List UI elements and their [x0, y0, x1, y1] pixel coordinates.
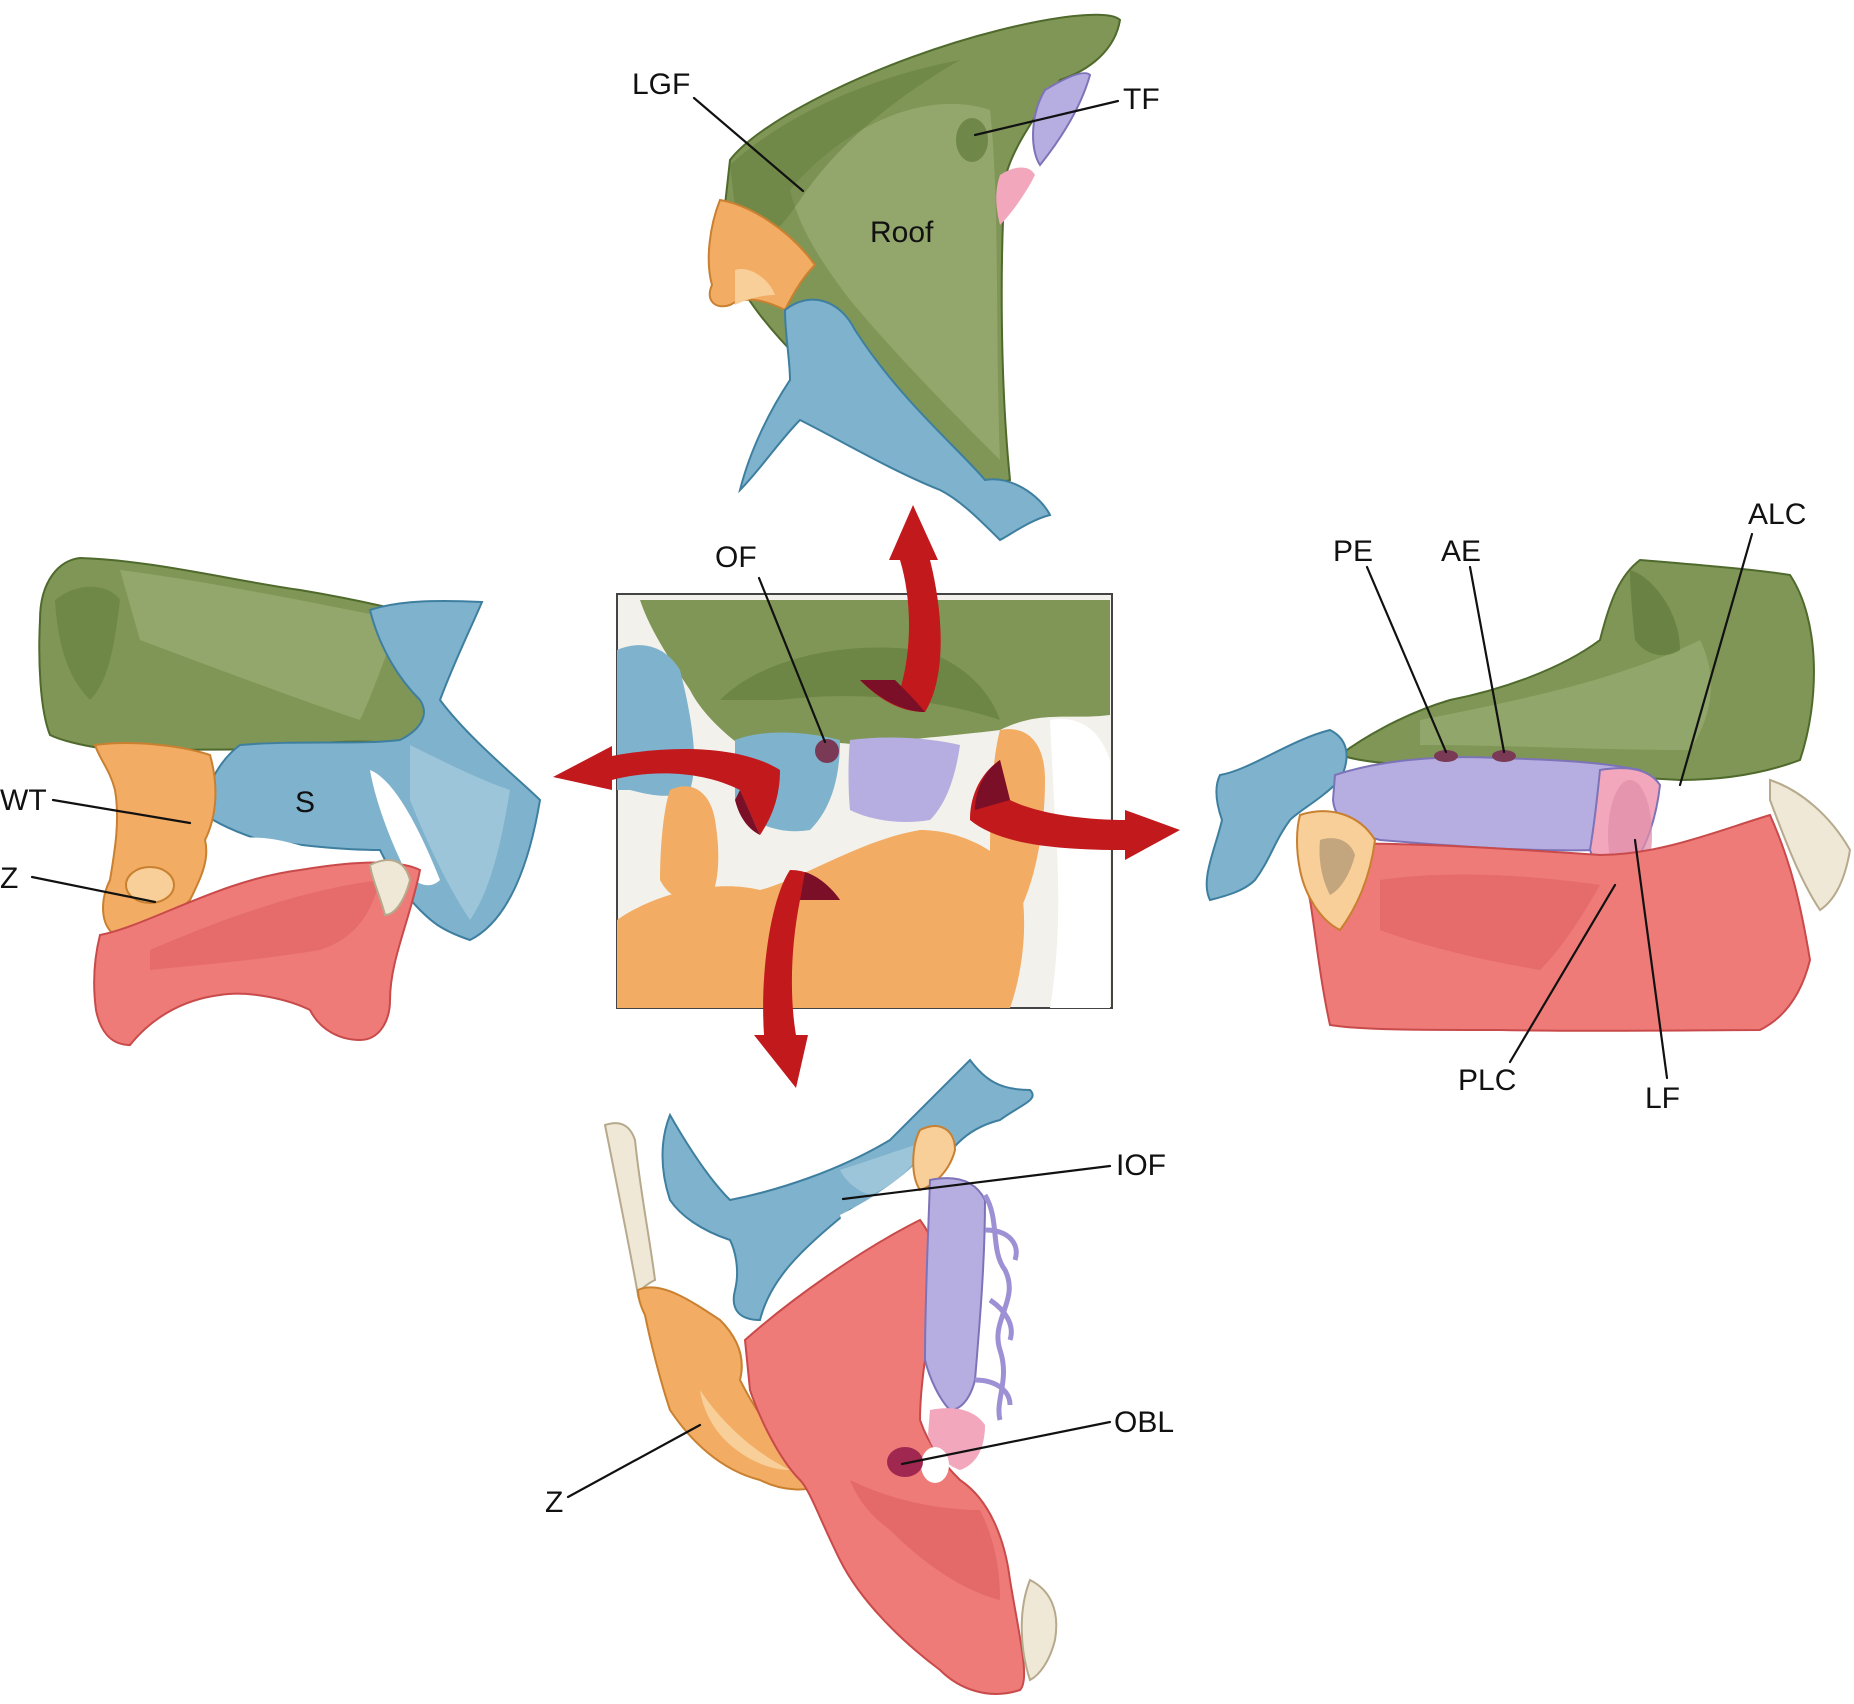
lateral-white-slit-2: [240, 837, 320, 858]
medial-blue-sphenoid: [1205, 728, 1348, 902]
label-alc: ALC: [1748, 498, 1806, 531]
medial-green-shadow: [1630, 570, 1680, 656]
label-wt: WT: [0, 784, 47, 817]
floor-beige-right: [1020, 1578, 1058, 1682]
lateral-green-highlight: [120, 570, 400, 720]
arrow-left: [553, 746, 780, 835]
roof-pink-lacrimal: [996, 167, 1035, 225]
leader-lgf: [692, 96, 805, 193]
floor-blue-highlight: [840, 1140, 930, 1195]
floor-orange-zygomatic: [636, 1286, 832, 1491]
lateral-red-maxilla: [93, 861, 422, 1047]
medial-wall-view: PE AE ALC PLC LF: [1205, 498, 1852, 1115]
label-obl: OBL: [1114, 1406, 1174, 1439]
arrow-right-twist: [975, 760, 1010, 810]
roof-blue-sphenoid: [738, 298, 1052, 542]
lateral-red-shadow: [150, 880, 380, 970]
label-plc: PLC: [1458, 1064, 1516, 1097]
roof-purple-strip: [1032, 72, 1092, 167]
leader-z-bottom: [566, 1423, 702, 1499]
roof-green-highlight: [790, 103, 1000, 460]
label-s: S: [295, 786, 315, 819]
posterior-ethmoidal-foramen: [1434, 750, 1458, 762]
medial-triangle-inner: [1319, 838, 1355, 895]
floor-vessel-network: [974, 1193, 1019, 1421]
inset-purple-ethmoid: [848, 737, 960, 822]
leader-ae: [1468, 565, 1506, 754]
leader-lf: [1633, 838, 1669, 1080]
roof-orange-highlight: [735, 269, 775, 305]
arrow-up: [860, 505, 941, 712]
inset-optic-foramen: [815, 739, 839, 763]
medial-beige-right: [1769, 778, 1852, 912]
lateral-white-slit: [370, 770, 440, 886]
roof-view: LGF TF Roof: [632, 13, 1160, 542]
label-roof: Roof: [870, 216, 934, 249]
arrow-left-twist: [735, 790, 760, 835]
leader-iof: [841, 1164, 1112, 1201]
label-z-left: Z: [0, 862, 18, 895]
leader-wt: [51, 798, 192, 825]
label-lf: LF: [1645, 1082, 1680, 1115]
floor-purple-channel: [923, 1177, 987, 1412]
label-lgf: LGF: [632, 68, 690, 101]
oblique-insertion: [887, 1447, 923, 1477]
medial-red-shadow: [1380, 874, 1600, 970]
lateral-zygomatic-foramen: [125, 866, 175, 904]
inset-white-right: [1050, 719, 1110, 1008]
floor-white-gap: [840, 1155, 927, 1250]
floor-red-shadow: [850, 1480, 1000, 1600]
floor-white-foramen: [921, 1447, 949, 1483]
anterior-ethmoidal-foramen: [1492, 750, 1516, 762]
label-of: OF: [715, 541, 757, 574]
label-z-bottom: Z: [545, 1486, 563, 1519]
leader-obl: [900, 1420, 1112, 1466]
lateral-wall-view: WT S Z: [0, 556, 542, 1047]
arrow-down-twist: [800, 872, 840, 900]
floor-orange-highlight: [700, 1390, 790, 1470]
floor-beige-left: [603, 1122, 657, 1299]
medial-red-maxilla: [1298, 813, 1812, 1032]
lateral-beige-triangle: [368, 859, 412, 917]
leader-z-left: [30, 875, 157, 904]
inset-orange-floor: [617, 830, 1025, 1008]
medial-green-highlight: [1420, 640, 1711, 750]
arrow-down: [754, 870, 840, 1088]
label-tf: TF: [1123, 83, 1160, 116]
lateral-green-shadow: [55, 586, 120, 700]
label-ae: AE: [1441, 535, 1481, 568]
leader-alc: [1678, 532, 1754, 787]
label-iof: IOF: [1116, 1149, 1166, 1182]
leader-pe: [1365, 565, 1448, 754]
rotation-arrows: OF: [553, 505, 1180, 1088]
orbital-floor-view: IOF OBL Z: [545, 1058, 1174, 1695]
label-pe: PE: [1333, 535, 1373, 568]
central-orbit-inset: [616, 593, 1113, 1009]
leader-plc: [1508, 883, 1617, 1064]
roof-green-shadow: [730, 60, 960, 250]
arrow-right: [970, 760, 1180, 860]
trochlear-fossa: [956, 118, 988, 162]
arrow-up-twist: [860, 680, 925, 712]
inset-orange-column-left: [660, 786, 719, 902]
leader-tf: [973, 99, 1120, 137]
lateral-blue-highlight: [410, 745, 510, 920]
leader-of: [757, 576, 827, 744]
